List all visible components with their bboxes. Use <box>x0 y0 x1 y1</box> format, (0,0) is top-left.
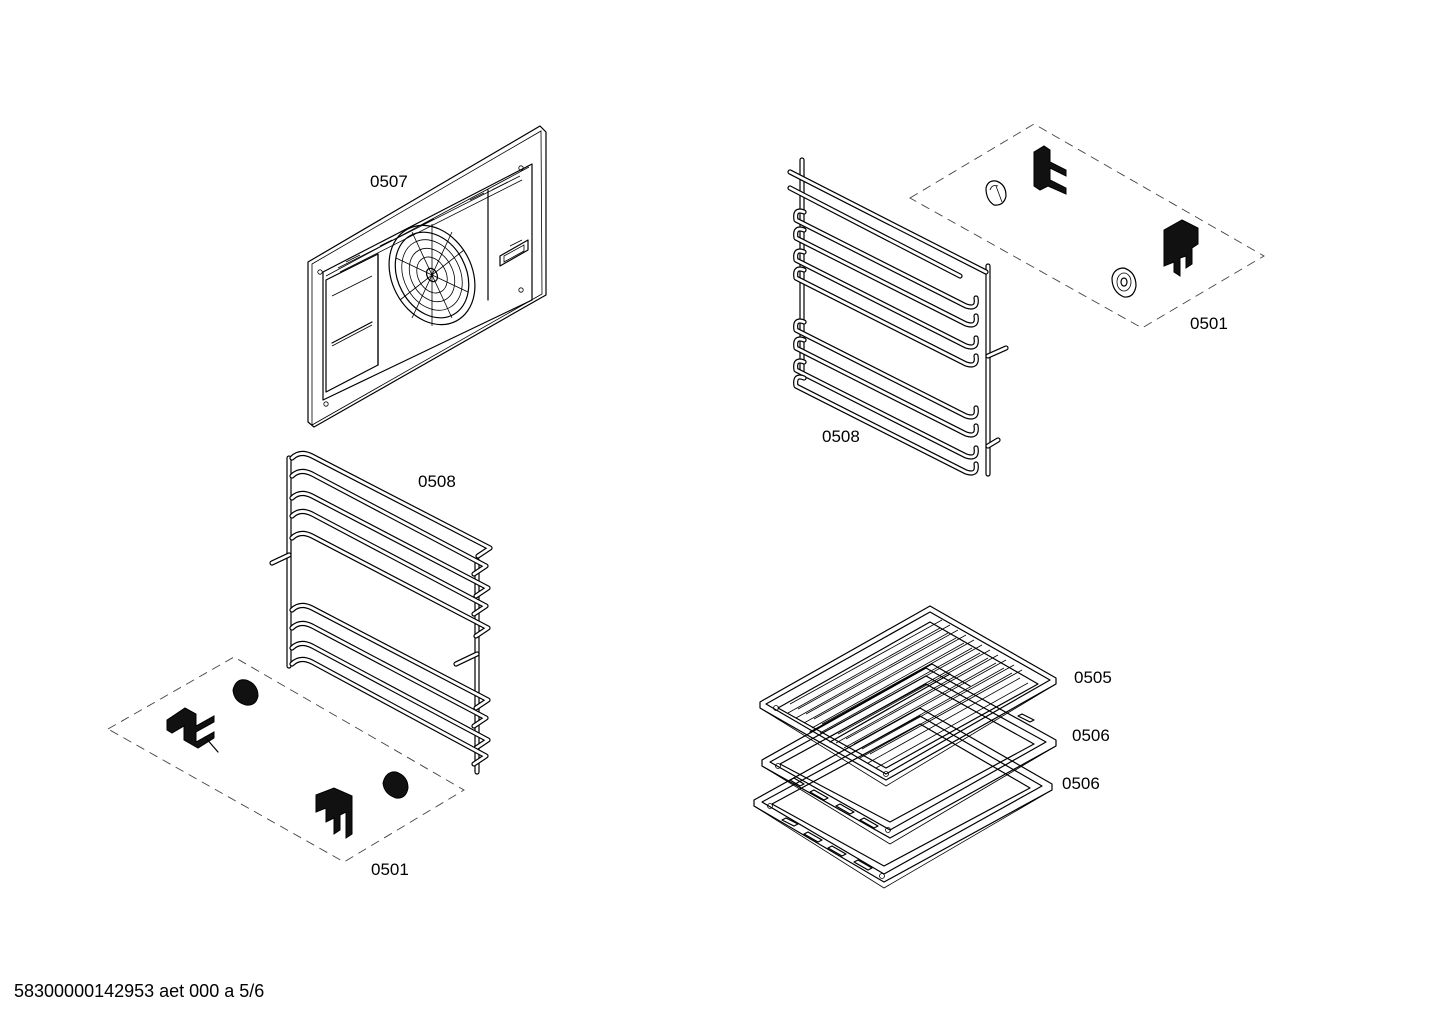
document-id: 58300000142953 aet 000 a 5/6 <box>14 981 264 1001</box>
clips-set-right-0501 <box>909 123 1265 329</box>
label-0501-right: 0501 <box>1190 314 1228 333</box>
back-panel-0507 <box>307 125 547 428</box>
label-0506-upper: 0506 <box>1072 726 1110 745</box>
baking-tray-lower-0506 <box>753 707 1053 889</box>
label-0505: 0505 <box>1074 668 1112 687</box>
label-0507: 0507 <box>370 172 408 191</box>
side-rack-left-0508 <box>269 450 493 775</box>
clips-set-left-0501 <box>107 656 465 863</box>
side-rack-right-0508 <box>787 157 1009 477</box>
grill-rack-0505 <box>759 605 1057 787</box>
label-0501-left: 0501 <box>371 860 409 879</box>
label-0508-left: 0508 <box>418 472 456 491</box>
label-0506-lower: 0506 <box>1062 774 1100 793</box>
label-0508-right: 0508 <box>822 427 860 446</box>
